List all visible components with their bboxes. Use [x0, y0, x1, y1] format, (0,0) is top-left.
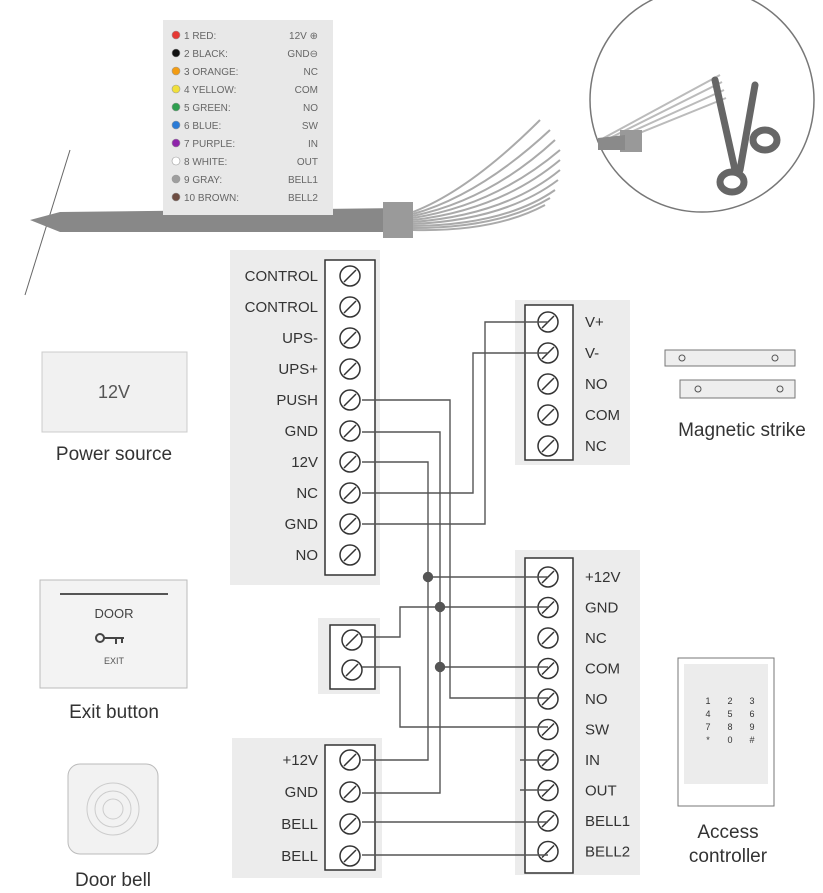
legend-wire-signal: SW [302, 121, 319, 132]
legend-wire-signal: NO [303, 103, 318, 114]
legend-wire-signal: GND⊖ [287, 49, 318, 60]
legend-wire-name: 3 ORANGE: [184, 67, 238, 78]
legend-wire-name: 5 GREEN: [184, 103, 231, 114]
terminal-label: GND [285, 423, 319, 440]
legend-wire-name: 2 BLACK: [184, 49, 228, 60]
legend-wire-signal: NC [304, 67, 318, 78]
keypad-key: 0 [727, 735, 732, 745]
keypad-key: * [706, 735, 710, 745]
access-caption-line1: Access [697, 822, 758, 843]
doorbell-caption: Door bell [75, 870, 151, 891]
terminal-label: 12V [291, 454, 318, 471]
exit-box-sub: EXIT [104, 656, 125, 666]
exit-box-title: DOOR [95, 606, 134, 621]
exit-button-caption: Exit button [69, 702, 159, 723]
terminal-label: CONTROL [245, 268, 318, 285]
terminal-label: GND [285, 784, 319, 801]
terminal-label: UPS+ [278, 361, 318, 378]
wire-color-dot [171, 48, 181, 58]
legend-wire-signal: IN [308, 139, 318, 150]
wire-color-dot [171, 174, 181, 184]
keypad-key: # [749, 735, 754, 745]
legend-wire-signal: BELL2 [288, 193, 318, 204]
keypad-key: 7 [705, 722, 710, 732]
wire-color-dot [171, 192, 181, 202]
keypad-key: 1 [705, 696, 710, 706]
terminal-label: BELL [281, 816, 318, 833]
doorbell-device: Door bell [67, 763, 159, 891]
keypad-key: 3 [749, 696, 754, 706]
terminal-label: CONTROL [245, 299, 318, 316]
terminal-label: GND [585, 600, 619, 617]
legend-wire-name: 9 GRAY: [184, 175, 222, 186]
terminal-label: NC [296, 485, 318, 502]
legend-wire-signal: BELL1 [288, 175, 318, 186]
wire-color-dot [171, 66, 181, 76]
keypad-key: 2 [727, 696, 732, 706]
legend-wire-name: 6 BLUE: [184, 121, 221, 132]
power-source-device: 12V Power source [41, 351, 188, 465]
terminal-label: OUT [585, 783, 617, 800]
keypad-key: 5 [727, 709, 732, 719]
terminal-label: PUSH [276, 392, 318, 409]
terminal-label: V- [585, 345, 599, 362]
legend-wire-name: 8 WHITE: [184, 157, 227, 168]
keypad-key: 9 [749, 722, 754, 732]
terminal-label: COM [585, 661, 620, 678]
terminal-label: SW [585, 722, 610, 739]
legend-wire-name: 4 YELLOW: [184, 85, 236, 96]
wire-color-dot [171, 84, 181, 94]
wire-color-dot [171, 30, 181, 40]
access-controller-device: 1 2 3 4 5 6 7 8 9 * 0 # Access controller [677, 657, 775, 867]
keypad-key: 8 [727, 722, 732, 732]
keypad-key: 4 [705, 709, 710, 719]
legend-wire-name: 7 PURPLE: [184, 139, 235, 150]
terminal-label: COM [585, 407, 620, 424]
terminal-label: IN [585, 752, 600, 769]
legend-wire-signal: COM [295, 85, 318, 96]
terminal-label: BELL1 [585, 813, 630, 830]
wire-cutting-illustration [589, 0, 815, 213]
keypad-key: 6 [749, 709, 754, 719]
terminal-label: BELL [281, 848, 318, 865]
scissors-icon [711, 76, 781, 196]
wire-color-dot [171, 102, 181, 112]
terminal-label: NO [585, 691, 608, 708]
wire-color-dot [171, 120, 181, 130]
terminal-label: +12V [283, 752, 318, 769]
terminal-label: BELL2 [585, 844, 630, 861]
terminal-label: NO [585, 376, 608, 393]
exit-button-device: DOOR EXIT Exit button [39, 579, 188, 723]
terminal-label: GND [285, 516, 319, 533]
legend-wire-name: 1 RED: [184, 31, 216, 42]
terminal-label: NC [585, 630, 607, 647]
wiring-lines [362, 321, 548, 856]
cable [24, 119, 561, 296]
access-caption-line2: controller [689, 846, 768, 867]
terminal-label: UPS- [282, 330, 318, 347]
terminal-label: NO [296, 547, 319, 564]
terminal-label: +12V [585, 569, 620, 586]
wire-color-dot [171, 156, 181, 166]
wire-legend: 1 RED: 12V ⊕ 2 BLACK: GND⊖ 3 ORANGE: NC 4 YELL… [163, 20, 333, 215]
power-source-caption: Power source [56, 444, 172, 465]
power-box-text: 12V [98, 382, 130, 402]
terminal-label: NC [585, 438, 607, 455]
legend-wire-name: 10 BROWN: [184, 193, 239, 204]
terminal-label: V+ [585, 314, 604, 331]
legend-wire-signal: 12V ⊕ [289, 31, 318, 42]
wire-color-dot [171, 138, 181, 148]
legend-wire-signal: OUT [297, 157, 318, 168]
key-icon [95, 633, 124, 644]
magnetic-strike-caption: Magnetic strike [678, 420, 806, 441]
magnetic-strike-device: Magnetic strike [664, 349, 806, 441]
